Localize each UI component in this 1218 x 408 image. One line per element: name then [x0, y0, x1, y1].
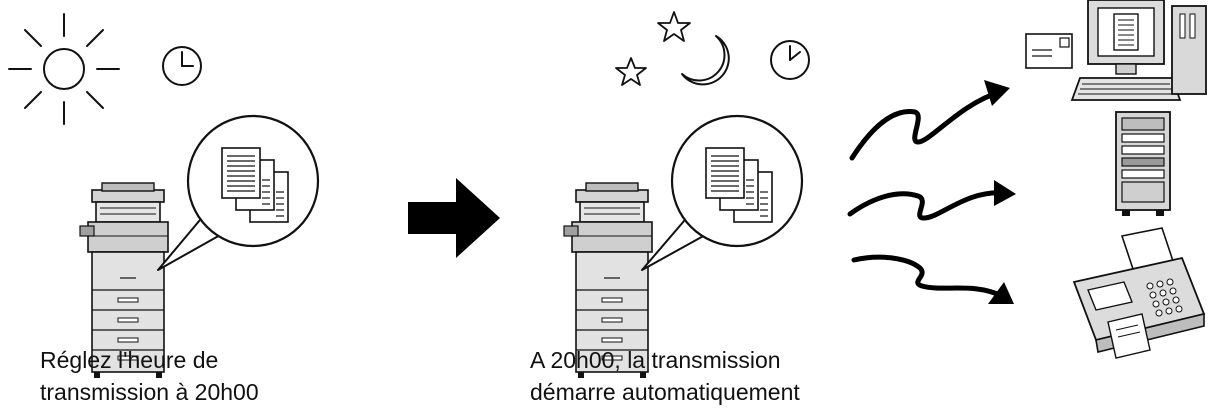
sun-icon — [8, 13, 120, 125]
moon-icon — [681, 35, 730, 86]
caption-right: A 20h00, la transmission démarre automat… — [530, 344, 800, 408]
transmission-arrow-icon — [851, 254, 1014, 304]
fax-icon — [1072, 227, 1206, 359]
caption-right-line1: A 20h00, la transmission — [530, 347, 781, 373]
caption-right-line2: démarre automatiquement — [530, 379, 800, 405]
star-icon — [615, 57, 647, 86]
caption-left-line2: transmission à 20h00 — [40, 379, 259, 405]
transmission-arrow-icon — [847, 180, 1016, 221]
clock-icon — [770, 40, 810, 80]
caption-left-line1: Réglez l'heure de — [40, 347, 219, 373]
process-arrow — [408, 178, 500, 258]
caption-left: Réglez l'heure de transmission à 20h00 — [40, 344, 259, 408]
clock-icon — [162, 46, 202, 86]
transmission-arrow-icon — [849, 80, 1010, 161]
star-icon — [657, 11, 691, 42]
computer-icon — [1070, 0, 1207, 101]
server-icon — [1115, 111, 1171, 216]
envelope-icon — [1025, 33, 1073, 69]
